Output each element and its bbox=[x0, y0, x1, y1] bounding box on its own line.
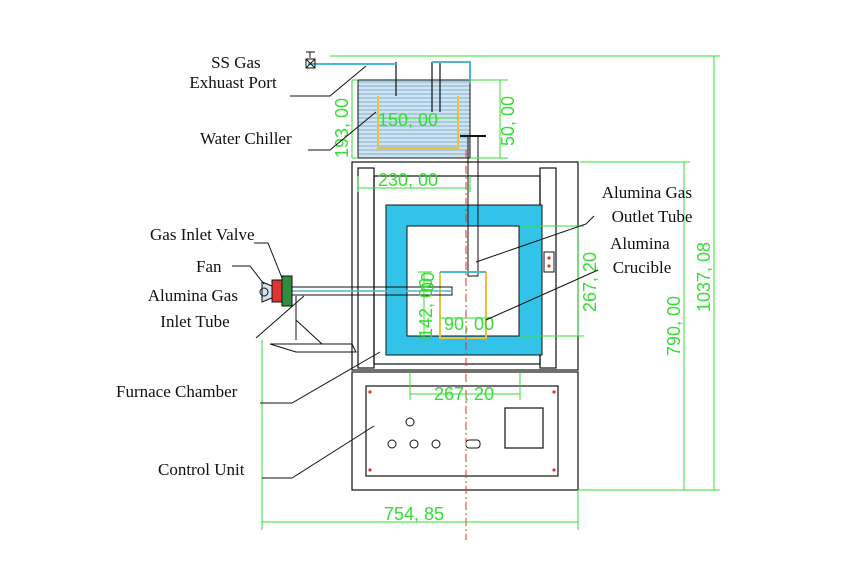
label-alumina-gas-inlet-tube: Alumina Gas Inlet Tube bbox=[148, 286, 242, 331]
dim-crucible-width: 90, 00 bbox=[444, 314, 494, 334]
dim-furnace-height: 790, 00 bbox=[664, 296, 684, 356]
dim-crucible-top: 00 bbox=[418, 272, 438, 292]
label-water-chiller: Water Chiller bbox=[200, 129, 292, 148]
dim-chamber-inner-width: 267, 20 bbox=[434, 384, 494, 404]
dim-chiller-width: 230, 00 bbox=[378, 170, 438, 190]
alumina-crucible bbox=[439, 272, 487, 339]
dim-total-width: 754, 85 bbox=[384, 504, 444, 524]
dim-crucible-height: 142, 00 bbox=[416, 278, 436, 338]
dim-total-height: 1037, 08 bbox=[694, 242, 714, 312]
water-chiller bbox=[305, 51, 471, 159]
dim-chamber-inner-height: 267, 20 bbox=[580, 252, 600, 312]
label-alumina-gas-outlet-tube: Alumina Gas Outlet Tube bbox=[602, 183, 696, 226]
label-alumina-crucible: Alumina Crucible bbox=[610, 234, 674, 277]
exhaust-valve-icon bbox=[305, 51, 316, 69]
gas-inlet-valve bbox=[271, 275, 293, 307]
alumina-gas-outlet-tube bbox=[440, 135, 486, 277]
leader-lines bbox=[232, 65, 599, 479]
furnace-chamber bbox=[385, 204, 543, 356]
label-ss-gas-exhaust: SS Gas Exhuast Port bbox=[189, 53, 277, 92]
dim-chiller-inner-width: 150, 00 bbox=[378, 110, 438, 130]
label-furnace-chamber: Furnace Chamber bbox=[116, 382, 238, 401]
side-indicator bbox=[543, 251, 555, 273]
label-fan: Fan bbox=[196, 257, 222, 276]
dimension-lines bbox=[261, 55, 720, 530]
dim-chiller-height: 193, 00 bbox=[332, 98, 352, 158]
dim-chiller-right: 50, 00 bbox=[498, 96, 518, 146]
label-control-unit: Control Unit bbox=[158, 460, 245, 479]
fan-icon bbox=[259, 281, 273, 303]
label-gas-inlet-valve: Gas Inlet Valve bbox=[150, 225, 255, 244]
